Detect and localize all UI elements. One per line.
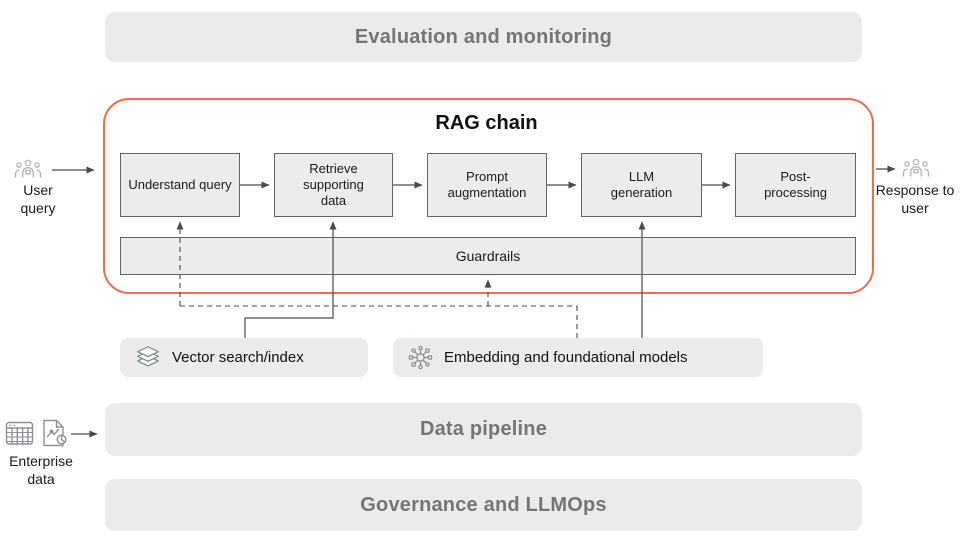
- response-to-user-label: Response to user: [875, 182, 955, 217]
- step-label: Post-processing: [764, 168, 827, 200]
- user-group-icon: [14, 158, 42, 178]
- step-label: Prompt augmentation: [447, 168, 527, 200]
- step-understand-query: Understand query: [120, 153, 240, 217]
- rag-chain-title: RAG chain: [435, 112, 538, 134]
- step-post-processing: Post-processing: [735, 153, 856, 217]
- user-query-label: User query: [20, 182, 56, 217]
- step-llm-generation: LLM generation: [581, 153, 702, 217]
- step-prompt-augmentation: Prompt augmentation: [427, 153, 547, 217]
- layers-icon: [134, 344, 162, 372]
- evaluation-monitoring-bar: Evaluation and monitoring: [105, 12, 862, 62]
- response-group-icon: [902, 157, 930, 177]
- network-icon: [407, 344, 434, 371]
- step-label: Retrieve supporting data: [303, 160, 364, 209]
- step-retrieve-supporting-data: Retrieve supporting data: [274, 153, 393, 217]
- resource-label: Vector search/index: [172, 349, 304, 366]
- governance-llmops-label: Governance and LLMOps: [360, 493, 607, 516]
- step-label: LLM generation: [610, 168, 673, 200]
- data-pipeline-bar: Data pipeline: [105, 403, 862, 456]
- document-chart-icon: [41, 419, 68, 447]
- evaluation-monitoring-label: Evaluation and monitoring: [354, 25, 613, 48]
- table-icon: [5, 420, 35, 447]
- guardrails-label: Guardrails: [455, 248, 521, 264]
- resource-label: Embedding and foundational models: [444, 349, 688, 366]
- embedding-models-box: Embedding and foundational models: [393, 338, 763, 377]
- vector-search-index-box: Vector search/index: [120, 338, 368, 377]
- guardrails-bar: Guardrails: [120, 237, 856, 275]
- governance-llmops-bar: Governance and LLMOps: [105, 479, 862, 531]
- step-label: Understand query: [128, 176, 232, 192]
- enterprise-data-label: Enterprise data: [9, 453, 73, 488]
- data-pipeline-label: Data pipeline: [419, 418, 548, 440]
